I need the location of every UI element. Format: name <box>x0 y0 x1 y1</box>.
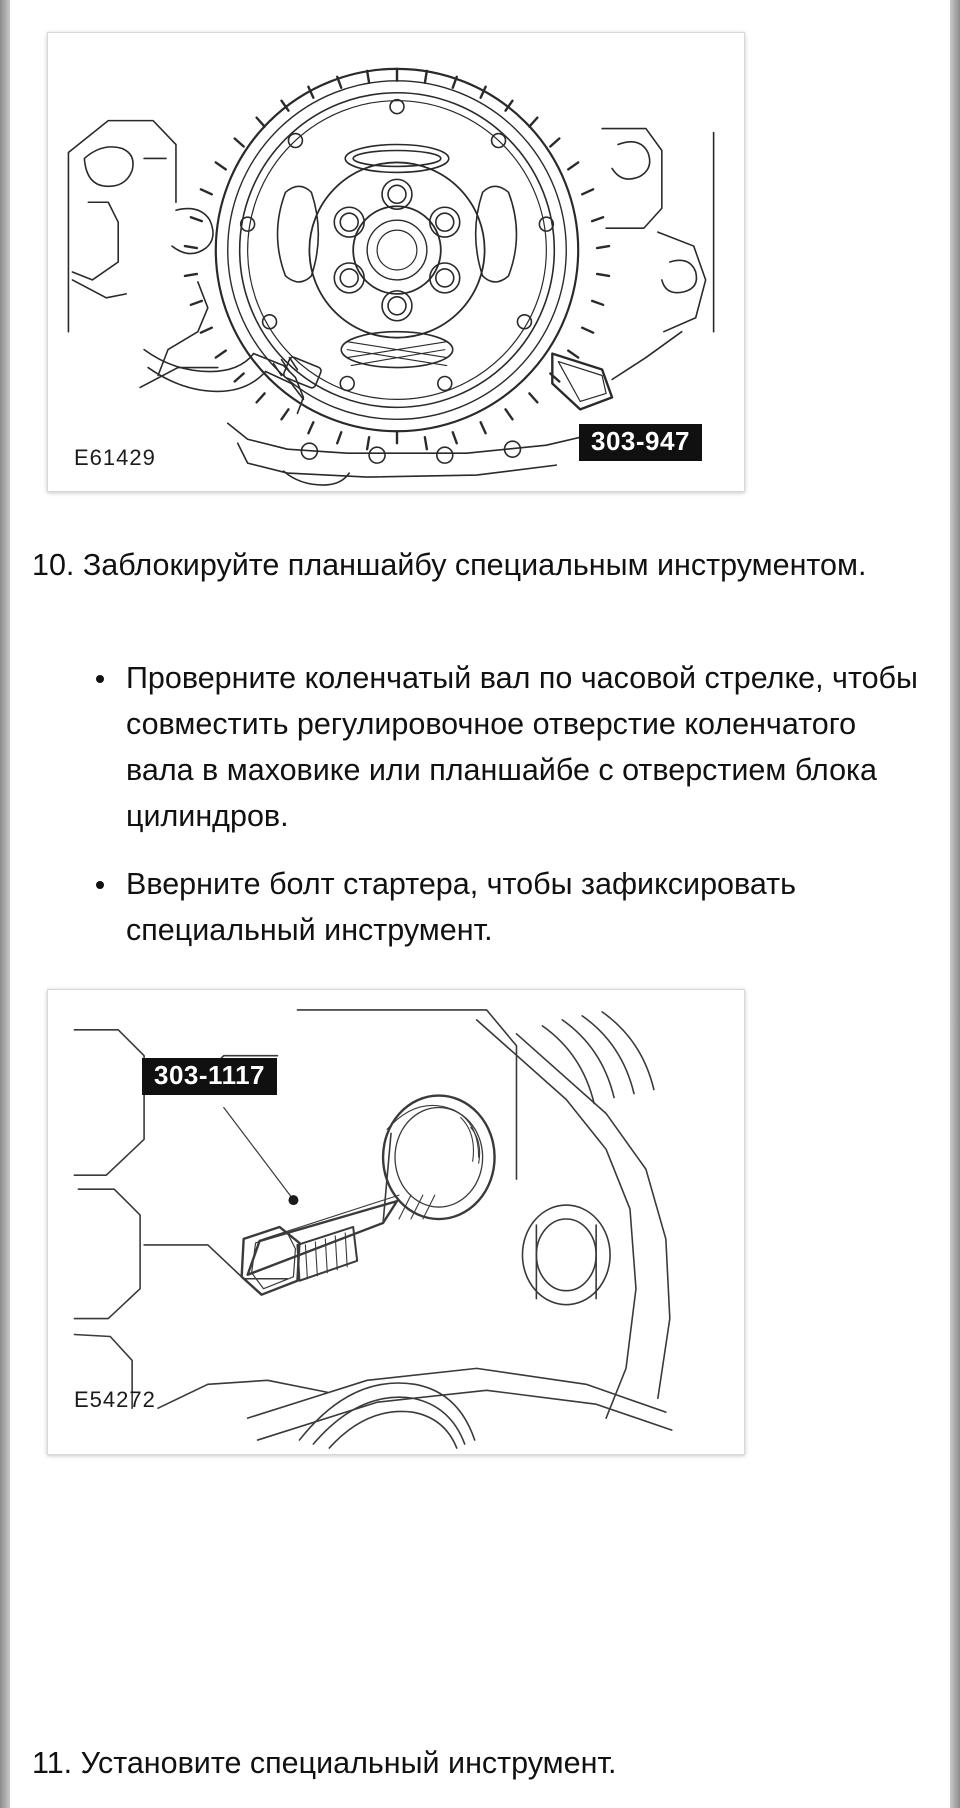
step-11-text: 11. Установите специальный инструмент. <box>32 1746 617 1780</box>
document-page: E61429 303-947 10. Заблокируйте планшайб… <box>10 0 950 1808</box>
figure-flywheel[interactable]: E61429 303-947 <box>47 32 745 492</box>
list-item: Вверните болт стартера, чтобы зафиксиров… <box>88 861 928 953</box>
figure-special-tool[interactable]: 303-1117 E54272 <box>47 989 745 1455</box>
step-10-bullet-list: Проверните коленчатый вал по часовой стр… <box>88 655 928 975</box>
page-shadow-right <box>950 0 960 1808</box>
flywheel-illustration <box>67 67 715 486</box>
list-item: Проверните коленчатый вал по часовой стр… <box>88 655 928 839</box>
figure-tool-badge: 303-1117 <box>142 1058 278 1096</box>
figure-flywheel-code: E61429 <box>74 445 156 470</box>
figure-tool-code: E54272 <box>74 1387 156 1412</box>
page-shadow-left <box>0 0 10 1808</box>
step-10-text: 10. Заблокируйте планшайбу специальным и… <box>32 548 867 582</box>
figure-flywheel-tool-badge: 303-947 <box>579 424 702 462</box>
